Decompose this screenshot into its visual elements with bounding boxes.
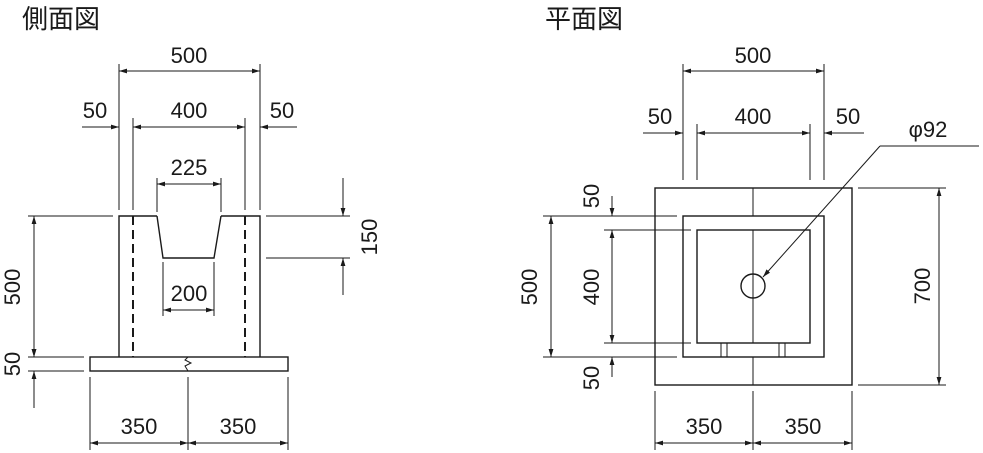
side-dim-400: 400 [171,98,208,123]
plan-dim-base-width: 350 350 [654,391,853,450]
plan-dim-350-left: 350 [686,414,723,439]
side-dim-opening-bottom: 200 [162,262,215,316]
side-dim-wall-widths: 50 400 50 [82,98,297,210]
plan-drain-hole [740,273,766,299]
plan-dim-base-depth: 700 [858,187,946,386]
plan-dim-700: 700 [910,268,935,305]
side-dim-500-top: 500 [171,43,208,68]
plan-dim-left-stack: 500 50 400 50 [517,184,691,390]
side-dim-50-right: 50 [270,98,294,123]
plan-dim-50-bottom-wall: 50 [579,366,604,390]
side-dim-225: 225 [171,155,208,180]
side-dim-200: 200 [171,281,208,306]
plan-view: 平面図 φ92 500 [517,5,979,450]
plan-dim-phi92: φ92 [909,117,948,142]
side-dim-350-left: 350 [121,414,158,439]
plan-dim-hole: φ92 [762,117,979,278]
side-dim-500-height: 500 [0,269,25,306]
plan-dim-500-depth: 500 [517,269,542,306]
plan-dim-50-top-wall: 50 [579,184,604,208]
plan-dim-wall-widths: 50 400 50 [643,104,864,180]
side-dim-50-left: 50 [83,98,107,123]
plan-dim-350-right: 350 [785,414,822,439]
side-dim-overall-width: 500 [118,43,261,210]
side-dim-350-right: 350 [220,414,257,439]
side-dim-50-base: 50 [0,352,25,376]
side-view-base [89,356,289,372]
plan-dim-overall-width: 500 [682,43,825,180]
side-view-body [118,215,261,357]
plan-dim-50-right: 50 [836,104,860,129]
plan-legs [720,343,786,357]
plan-view-title: 平面図 [545,5,623,35]
side-view: 側面図 500 50 [0,5,382,450]
side-dim-height: 500 50 [0,215,113,408]
side-dim-base-width: 350 350 [89,377,289,450]
plan-dim-400-top: 400 [735,104,772,129]
side-dim-opening-depth: 150 [266,178,382,295]
side-dim-opening-top: 225 [156,155,222,212]
plan-dim-50-left: 50 [648,104,672,129]
plan-dim-400-depth: 400 [579,269,604,306]
side-dim-150: 150 [357,219,382,256]
plan-dim-500-top: 500 [735,43,772,68]
plan-body-outline [682,215,825,358]
side-view-title: 側面図 [22,5,100,35]
